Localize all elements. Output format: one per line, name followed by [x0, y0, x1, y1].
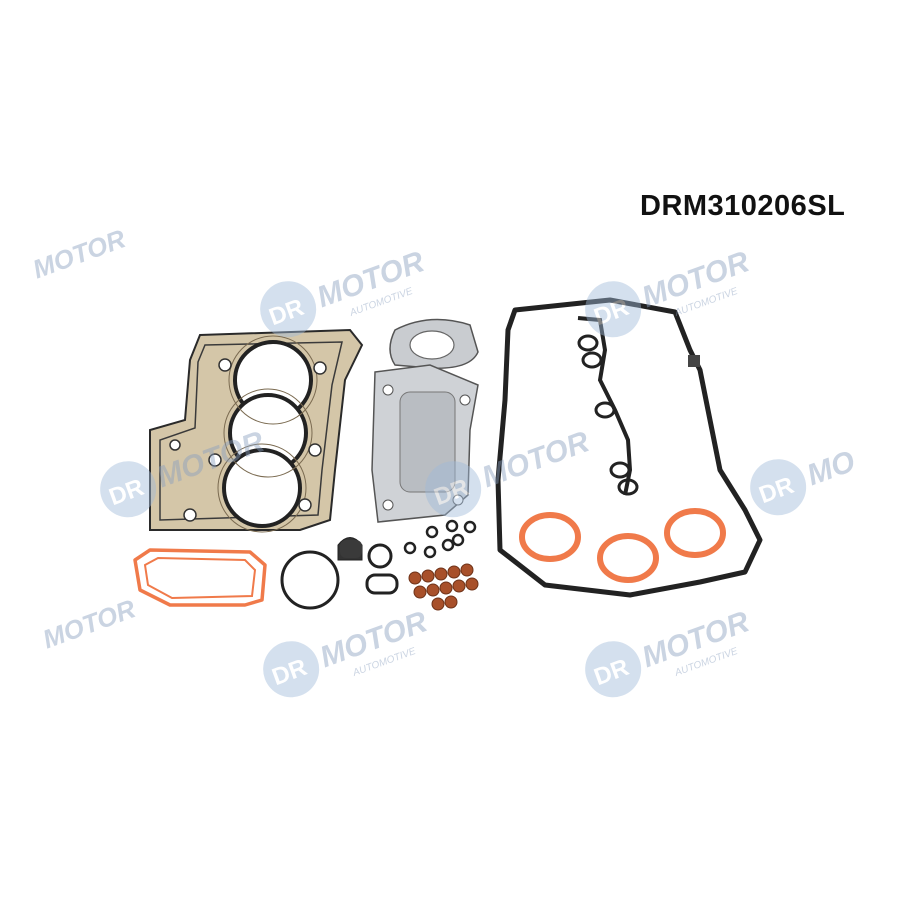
- product-code: DRM310206SL: [640, 190, 846, 222]
- oil-cooler-gasket: [133, 548, 267, 607]
- dr-motor-logo-watermark: MOTOR DR MOTOR AUTOMOTIVE DR MOTOR AUTOM…: [29, 223, 860, 698]
- o-rings-and-seals: [280, 519, 477, 610]
- cylinder-head-gasket: [149, 328, 364, 533]
- valve-cover-gasket: [495, 297, 763, 598]
- exhaust-manifold-gasket: [371, 364, 479, 523]
- wm-text-7: MOTOR: [39, 593, 140, 654]
- exhaust-flange-gasket: [389, 318, 479, 369]
- wm-right-5: MOTOR: [478, 425, 594, 494]
- intake-manifold-gaskets: [519, 508, 726, 583]
- wm-text-1: MOTOR: [29, 223, 130, 284]
- valve-stem-seals: [408, 563, 479, 611]
- wm-right-6: MO: [803, 445, 860, 493]
